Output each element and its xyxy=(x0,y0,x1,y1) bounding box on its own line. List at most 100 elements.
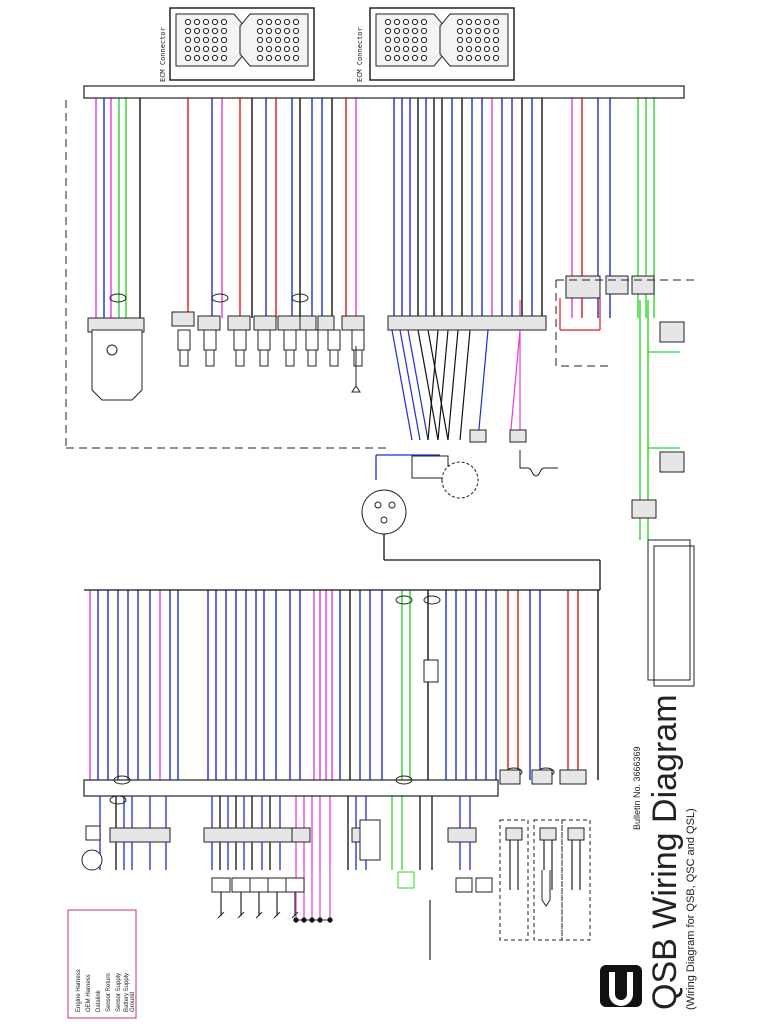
sensor-port xyxy=(106,344,118,356)
sensor-connector xyxy=(505,827,523,841)
ecm-pin xyxy=(384,54,392,62)
splice-dot xyxy=(309,917,315,923)
wire-bundle-tie xyxy=(211,293,229,303)
ecm-connector-label-left: ECM Connector xyxy=(159,27,167,82)
sensor-connector xyxy=(509,429,527,443)
ecm-pin xyxy=(411,18,419,26)
ecm-pin xyxy=(283,27,291,35)
splice-dot xyxy=(317,917,323,923)
ecm-connector-label-right: ECM Connector xyxy=(356,27,364,82)
ecm-pin xyxy=(283,36,291,44)
fan-wire xyxy=(427,329,439,441)
ecm-pin xyxy=(483,54,491,62)
sensor-body xyxy=(233,329,247,351)
ecm-pin xyxy=(220,27,228,35)
ecm-pin xyxy=(211,54,219,62)
datalink-pin xyxy=(388,501,396,509)
sensor-body xyxy=(257,329,271,351)
legend-item: Sensor Supply xyxy=(116,973,122,1012)
sensor-connector xyxy=(197,315,221,331)
switch-box xyxy=(211,877,231,893)
ecm-pin xyxy=(256,27,264,35)
ecm-pin xyxy=(474,45,482,53)
ecm-pin xyxy=(256,36,264,44)
title-block: QSB Wiring Diagram (Wiring Diagram for Q… xyxy=(632,694,697,1010)
ecm-pin xyxy=(384,36,392,44)
switch-contact xyxy=(237,911,245,919)
sensor-connector xyxy=(317,315,335,331)
ecm-pin xyxy=(465,45,473,53)
ecm-pin xyxy=(265,36,273,44)
sensor-body xyxy=(203,329,217,351)
splice-dot xyxy=(327,917,333,923)
ecm-pin xyxy=(274,54,282,62)
sensor-connector xyxy=(227,315,251,331)
ecm-pin xyxy=(465,54,473,62)
ecm-pin xyxy=(456,36,464,44)
fan-wire xyxy=(509,329,521,441)
fan-wire xyxy=(417,329,439,441)
bulletin-number: Bulletin No. 3666369 xyxy=(632,746,642,830)
ecm-pin xyxy=(492,18,500,26)
ecm-pin xyxy=(393,45,401,53)
ecm-pin xyxy=(256,45,264,53)
ecm-pin xyxy=(202,36,210,44)
sensor-enclosure xyxy=(561,819,591,941)
fan-wire xyxy=(407,329,429,441)
ecm-pin xyxy=(274,36,282,44)
switch-box xyxy=(285,877,305,893)
ecm-pin xyxy=(393,18,401,26)
bottom-connector xyxy=(447,827,477,843)
sensor-connector xyxy=(341,315,365,331)
ecm-pin xyxy=(492,36,500,44)
doc-subtitle: (Wiring Diagram for QSB, QSC and QSL) xyxy=(685,808,697,1010)
ecm-pin xyxy=(202,54,210,62)
sensor-tip xyxy=(329,349,339,367)
splice-dot xyxy=(301,917,307,923)
ecm-pin xyxy=(283,18,291,26)
cummins-logo-icon xyxy=(600,965,642,1007)
ecm-pin xyxy=(220,54,228,62)
ecm-pin xyxy=(211,27,219,35)
ecm-pin xyxy=(292,45,300,53)
wire-bundle-tie xyxy=(395,775,413,785)
ecm-pin xyxy=(492,54,500,62)
sensor-body xyxy=(283,329,297,351)
switch-contact xyxy=(217,911,225,919)
legend-item: Battery Supply xyxy=(124,973,130,1012)
ecm-pin xyxy=(483,27,491,35)
sensor-body xyxy=(177,329,191,351)
ecm-pin xyxy=(265,27,273,35)
sensor-enclosure xyxy=(499,819,529,941)
ecm-pin xyxy=(483,45,491,53)
ecm-pin xyxy=(483,18,491,26)
ecm-pin xyxy=(211,36,219,44)
fan-wire xyxy=(399,329,421,441)
ecm-pin xyxy=(456,27,464,35)
ecm-pin xyxy=(411,27,419,35)
relay-box xyxy=(359,819,381,861)
wire-bundle-tie xyxy=(109,795,127,805)
ecm-pin xyxy=(256,54,264,62)
ecm-pin xyxy=(292,36,300,44)
sensor-enclosure xyxy=(533,819,563,941)
ecm-pin xyxy=(274,18,282,26)
sensor-tip xyxy=(285,349,295,367)
ecm-label-box xyxy=(647,539,691,681)
fan-wire xyxy=(427,329,449,441)
bottom-connector xyxy=(291,827,311,843)
resistor-box xyxy=(423,659,439,683)
sensor-body xyxy=(351,329,365,351)
ecm-pin xyxy=(384,18,392,26)
ecm-pin xyxy=(465,18,473,26)
switch-contact xyxy=(255,911,263,919)
ecm-pin xyxy=(402,18,410,26)
ecm-pin xyxy=(411,54,419,62)
sensor-connector xyxy=(171,311,195,327)
ecm-pin xyxy=(193,45,201,53)
ecm-pin xyxy=(402,36,410,44)
harness-connector-small xyxy=(565,275,601,299)
legend-item: OEM Harness xyxy=(86,974,92,1012)
ecm-pin xyxy=(420,36,428,44)
top-harness-bus xyxy=(83,85,685,99)
